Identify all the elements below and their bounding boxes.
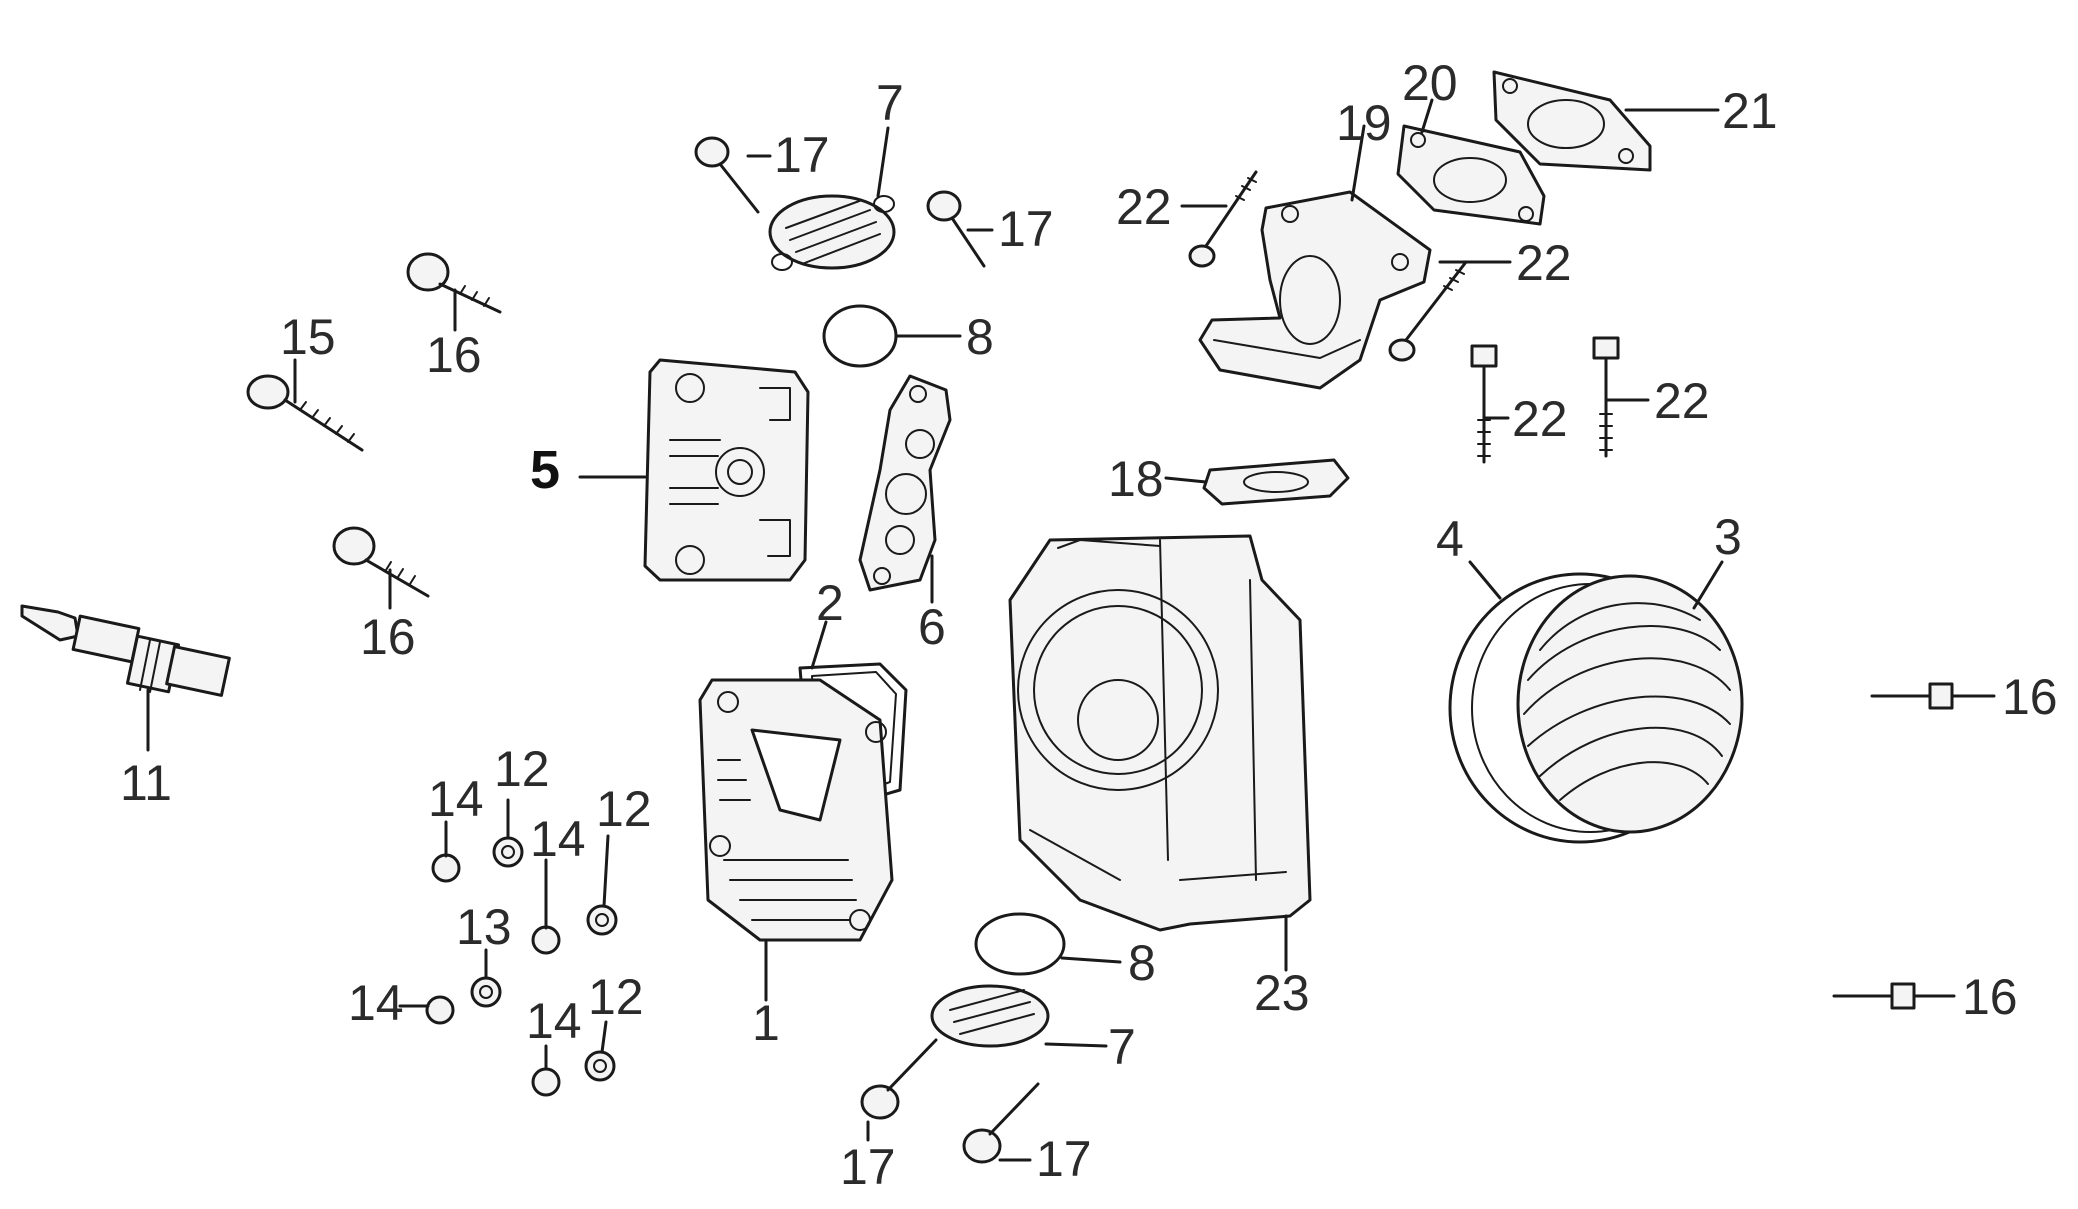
cylinder-head-part-1 — [698, 678, 894, 942]
label-16-d: 16 — [1962, 969, 2018, 1025]
gasket-part-18 — [1202, 458, 1350, 506]
label-14-b: 14 — [530, 811, 586, 867]
gasket-part-21 — [1492, 70, 1652, 172]
label-21: 21 — [1722, 83, 1778, 139]
nut-part-14b — [531, 925, 561, 955]
label-1: 1 — [752, 995, 780, 1051]
label-18: 18 — [1108, 451, 1164, 507]
label-7-bottom: 7 — [1108, 1019, 1136, 1075]
label-17-b: 17 — [998, 201, 1054, 257]
label-6: 6 — [918, 599, 946, 655]
valve-cap-part-7-bottom — [930, 984, 1050, 1048]
leader-line-7b — [1044, 1042, 1108, 1048]
label-22-d: 22 — [1654, 373, 1710, 429]
bolt-part-16-right-upper — [1870, 682, 1954, 710]
bolt-part-15 — [246, 374, 364, 452]
valve-cap-part-7-top — [768, 194, 896, 271]
bolt-part-17-bottom-right — [962, 1082, 1040, 1164]
leader-line-7a — [876, 126, 890, 198]
bolt-part-22c — [1470, 344, 1498, 464]
cover-part-5 — [643, 358, 810, 582]
label-12-a: 12 — [494, 741, 550, 797]
nut-group — [425, 836, 618, 1097]
label-12-b: 12 — [596, 781, 652, 837]
spark-plug-part-11 — [20, 604, 231, 697]
leader-line-4 — [1468, 560, 1502, 600]
label-17-c: 17 — [840, 1139, 896, 1195]
label-19: 19 — [1336, 95, 1392, 151]
label-4: 4 — [1436, 511, 1464, 567]
nut-part-14c — [425, 995, 455, 1025]
label-22-b: 22 — [1516, 235, 1572, 291]
label-8-top: 8 — [966, 309, 994, 365]
leader-line-8b — [1060, 956, 1122, 964]
bolt-part-22d — [1592, 336, 1620, 458]
intake-manifold-part-19 — [1198, 190, 1432, 390]
label-16-c: 16 — [2002, 669, 2058, 725]
o-ring-part-8-top — [822, 304, 898, 368]
label-15: 15 — [280, 309, 336, 365]
nut-part-14d — [531, 1067, 561, 1097]
o-ring-part-8-bottom — [974, 912, 1066, 976]
grille-cap-part-3 — [1516, 574, 1744, 834]
label-20: 20 — [1402, 55, 1458, 111]
label-11: 11 — [120, 755, 172, 811]
leader-line-20 — [1420, 98, 1434, 134]
bolt-part-16-right-lower — [1832, 982, 1916, 1010]
bolt-part-17-bottom-left — [860, 1038, 938, 1120]
label-13: 13 — [456, 899, 512, 955]
label-3: 3 — [1714, 509, 1742, 565]
washer-part-12c — [584, 1050, 616, 1082]
label-5: 5 — [530, 440, 560, 500]
housing-part-23 — [1008, 534, 1312, 932]
label-16-b: 16 — [360, 609, 416, 665]
bolt-part-17-top-right — [926, 190, 986, 268]
label-14-a: 14 — [428, 771, 484, 827]
label-22-a: 22 — [1116, 179, 1172, 235]
label-16-a: 16 — [426, 327, 482, 383]
gasket-part-6 — [858, 374, 952, 592]
washer-part-13 — [470, 976, 502, 1008]
label-17-a: 17 — [774, 127, 830, 183]
washer-part-12b — [586, 904, 618, 936]
gasket-part-20 — [1396, 124, 1546, 226]
nut-part-14a — [431, 853, 461, 883]
leader-line-18 — [1164, 476, 1208, 484]
leader-line-2 — [810, 620, 828, 670]
bolt-part-22b — [1388, 260, 1468, 362]
label-17-d: 17 — [1036, 1131, 1092, 1187]
bolt-part-16-lower-left — [332, 526, 430, 598]
leader-line-19 — [1350, 124, 1366, 202]
bolt-part-22a — [1188, 170, 1258, 268]
label-22-c: 22 — [1512, 391, 1568, 447]
label-2: 2 — [816, 575, 844, 631]
bolt-part-16-upper — [406, 252, 502, 314]
bolt-part-17-top-left — [694, 136, 760, 214]
leader-line-12c — [600, 1020, 608, 1054]
label-14-d: 14 — [526, 993, 582, 1049]
label-7-top: 7 — [876, 75, 904, 131]
label-8-bottom: 8 — [1128, 935, 1156, 991]
leader-line-12b — [602, 834, 610, 908]
label-12-c: 12 — [588, 969, 644, 1025]
washer-part-12a — [492, 836, 524, 868]
label-23: 23 — [1254, 965, 1310, 1021]
label-14-c: 14 — [348, 975, 404, 1031]
leader-line-3 — [1692, 560, 1724, 610]
